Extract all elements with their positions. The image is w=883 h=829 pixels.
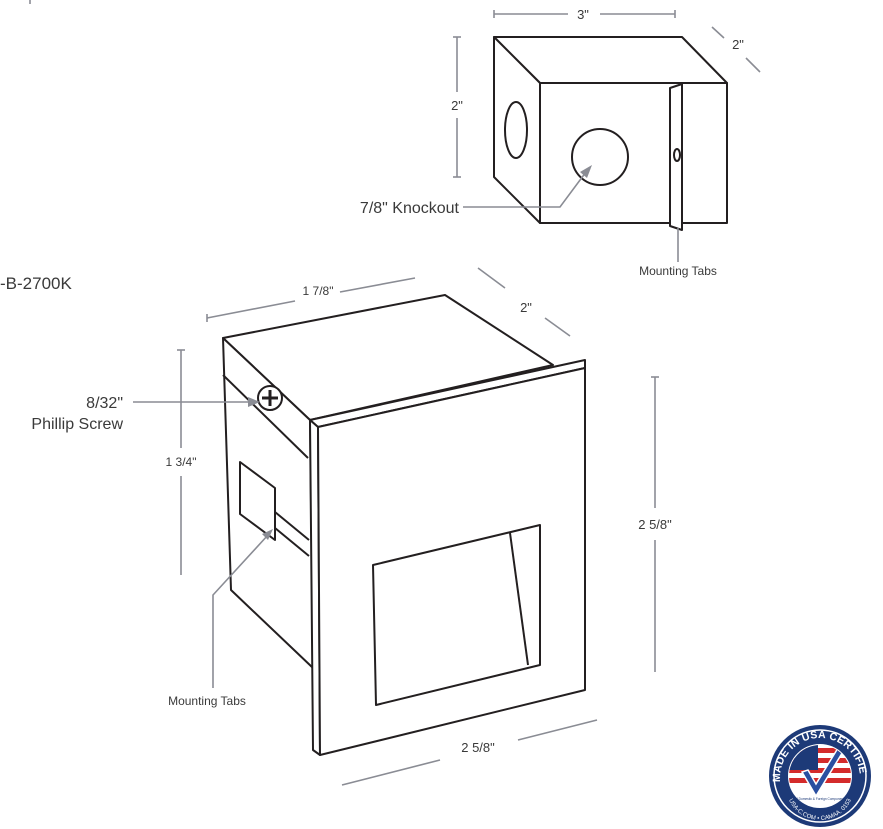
- screw-type-label: Phillip Screw: [31, 416, 123, 433]
- top-dimension-lines: [453, 10, 761, 262]
- housing-width-dim: 1 7/8": [303, 284, 334, 298]
- top-mounting-tabs-label: Mounting Tabs: [639, 264, 717, 278]
- housing-depth-dim: 2": [520, 300, 532, 315]
- light-aperture: [372, 524, 541, 706]
- junction-box-drawing: [493, 36, 728, 231]
- screw-size-label: 8/32": [86, 395, 123, 412]
- plate-width-dim: 2 5/8": [461, 740, 495, 755]
- front-knockout: [571, 128, 629, 186]
- plate-height-dim: 2 5/8": [638, 517, 672, 532]
- housing-mounting-tab: [239, 461, 276, 541]
- part-number: -B-2700K: [0, 274, 72, 293]
- side-knockout: [504, 101, 528, 159]
- box-depth-dim: 2": [732, 37, 744, 52]
- housing-height-dim: 1 3/4": [166, 455, 197, 469]
- mounting-tab-hole: [673, 148, 681, 162]
- main-mounting-tabs-label: Mounting Tabs: [168, 694, 246, 708]
- main-dimension-lines: [133, 267, 659, 786]
- knockout-label: 7/8" Knockout: [360, 200, 460, 217]
- box-front-face: [539, 82, 728, 224]
- badge-subtitle: Of Domestic & Foreign Components: [794, 797, 846, 801]
- step-light-drawing: [222, 294, 586, 756]
- box-height-dim: 2": [451, 98, 463, 113]
- made-in-usa-badge: MADE IN USA CERTIFIED Of Domestic & Fore…: [766, 724, 871, 827]
- aperture-louver: [509, 532, 529, 666]
- box-width-dim: 3": [577, 7, 589, 22]
